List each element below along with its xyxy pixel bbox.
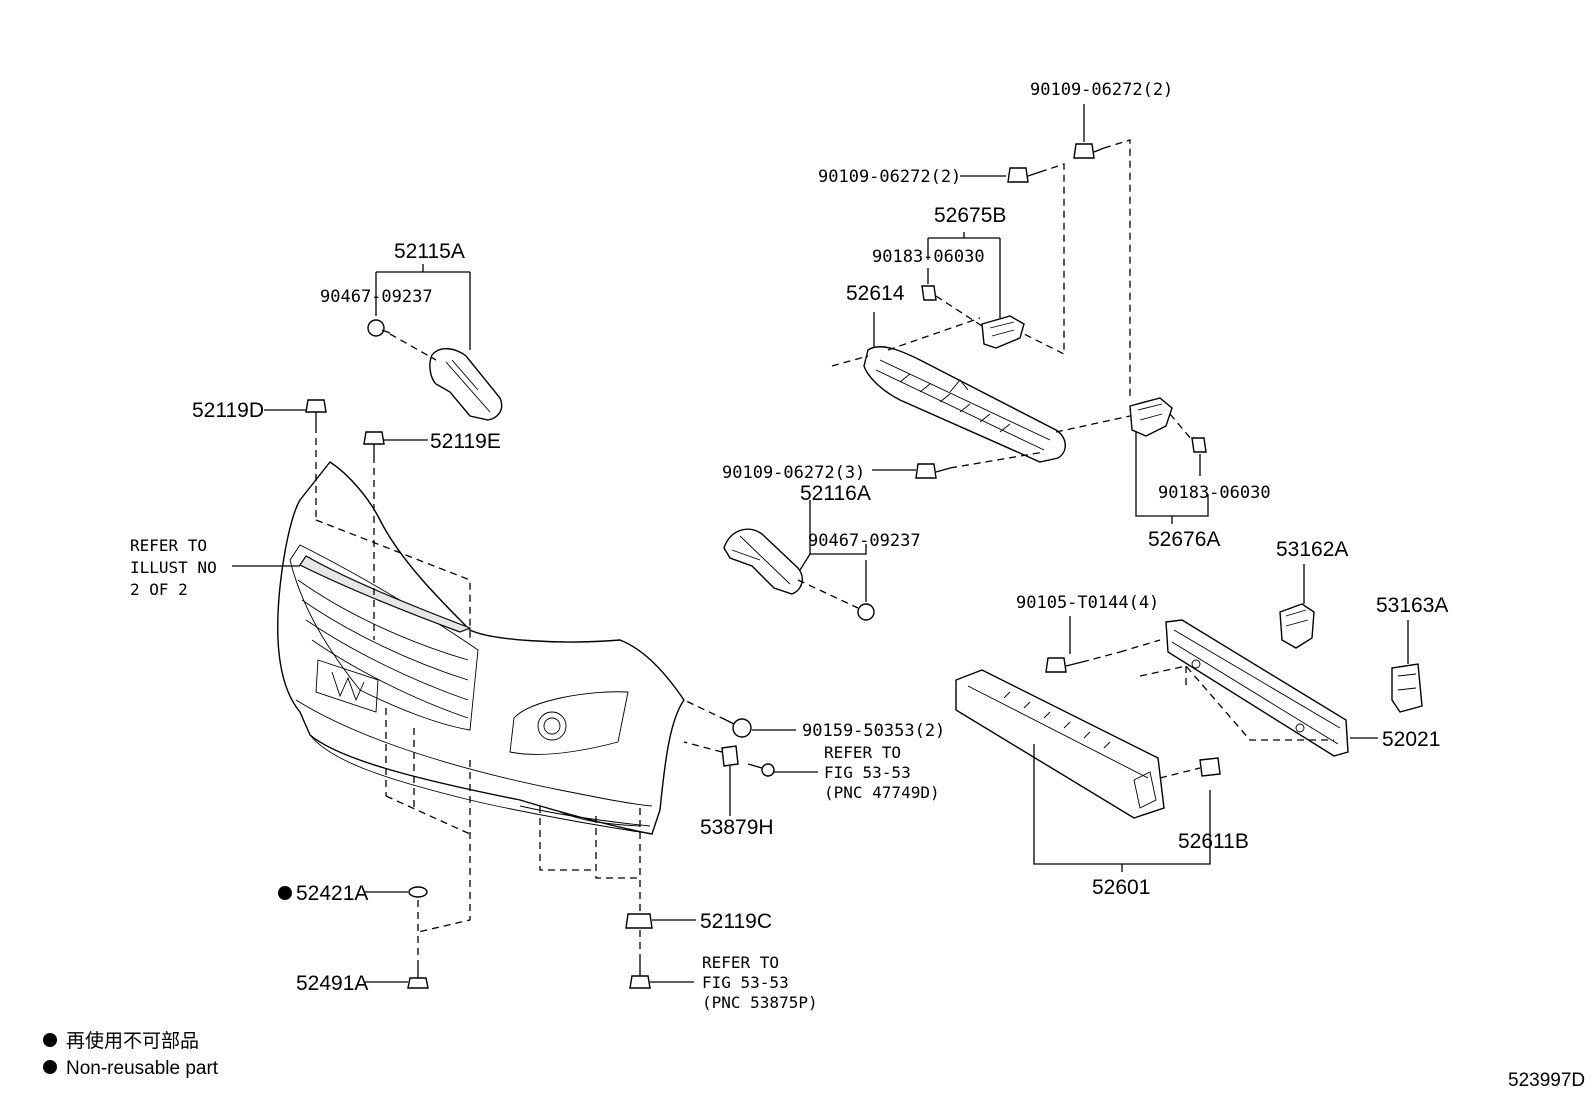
label-53879h: 53879H: [700, 816, 774, 839]
absorber-52601: [955, 669, 1165, 819]
bracket-53163a: [1391, 663, 1423, 713]
bracket-52115a: [429, 348, 503, 421]
legend-bullet-en: [43, 1060, 57, 1074]
legend-en: Non-reusable part: [66, 1058, 219, 1079]
bolt-90109-06272-2-b: [1007, 167, 1041, 183]
diagram-id: 523997D: [1508, 1070, 1585, 1091]
label-90109-06272-3: 90109-06272(3): [722, 463, 865, 483]
label-52421a: 52421A: [296, 882, 368, 905]
label-90109-06272-2-b: 90109-06272(2): [818, 167, 961, 187]
label-52675b: 52675B: [934, 204, 1006, 227]
nut-90183-06030-a: [921, 285, 937, 301]
bracket-52116a: [723, 528, 803, 595]
bolt-90105-t0144: [1045, 657, 1083, 673]
refer-fig-53875p-line1: REFER TO: [702, 953, 779, 972]
label-52119e: 52119E: [430, 430, 501, 453]
nut-90183-06030-b: [1191, 437, 1207, 453]
label-52119d: 52119D: [192, 399, 264, 422]
screw-pnc-47749d: [747, 763, 775, 777]
bolt-90109-06272-3: [915, 463, 951, 479]
reinforcement-52021: [1165, 619, 1349, 757]
label-52021: 52021: [1382, 728, 1440, 751]
label-52491a: 52491A: [296, 972, 368, 995]
clip-52421a: [408, 886, 428, 898]
label-52601: 52601: [1092, 876, 1150, 899]
label-90183-06030-b: 90183-06030: [1158, 483, 1271, 503]
grille-molding: [299, 555, 472, 633]
bolt-52119e: [363, 431, 385, 456]
bolt-52119d: [305, 399, 327, 426]
bolt-52491a: [407, 964, 429, 989]
label-52115a: 52115A: [394, 240, 465, 263]
nut-52119c: [625, 913, 653, 929]
label-90467-09237-a: 90467-09237: [320, 287, 433, 307]
refer-fig-47749d-line1: REFER TO: [824, 743, 901, 762]
retainer-52614: [863, 346, 1066, 463]
refer-fig-47749d-line2: FIG 53-53: [824, 763, 911, 782]
label-90109-06272-2-a: 90109-06272(2): [1030, 80, 1173, 100]
clip-52611b: [1199, 757, 1221, 777]
label-52119c: 52119C: [700, 910, 772, 933]
screw-90467-09237-b: [857, 603, 875, 621]
clip-53879h: [721, 745, 739, 767]
label-90467-09237-b: 90467-09237: [808, 531, 921, 551]
label-52614: 52614: [846, 282, 905, 305]
label-90183-06030-a: 90183-06030: [872, 247, 985, 267]
refer-illust-line2: ILLUST NO: [130, 558, 217, 577]
label-53163a: 53163A: [1376, 594, 1448, 617]
non-reusable-marker: [278, 886, 292, 900]
bolt-pnc-53875p: [629, 960, 651, 989]
legend-bullet-jp: [43, 1033, 57, 1047]
bolt-90109-06272-2-a: [1073, 143, 1105, 159]
legend-jp: 再使用不可部品: [66, 1030, 199, 1052]
bracket-52676a: [1129, 397, 1173, 437]
label-52116a: 52116A: [800, 482, 871, 505]
refer-illust-line1: REFER TO: [130, 536, 207, 555]
screw-90467-09237-a: [367, 319, 391, 337]
refer-fig-53875p-line3: (PNC 53875P): [702, 993, 818, 1012]
refer-fig-47749d-line3: (PNC 47749D): [824, 783, 940, 802]
bracket-53162a: [1279, 603, 1315, 649]
label-90105-t0144: 90105-T0144(4): [1016, 593, 1159, 613]
refer-fig-53875p-line2: FIG 53-53: [702, 973, 789, 992]
label-53162a: 53162A: [1276, 538, 1348, 561]
label-90159-50353: 90159-50353(2): [802, 721, 945, 741]
bracket-52675b: [981, 315, 1025, 349]
refer-illust-line3: 2 OF 2: [130, 580, 188, 599]
label-52611b: 52611B: [1178, 830, 1249, 853]
bolt-90159-50353: [725, 718, 752, 738]
front-bumper-cover: [277, 461, 685, 835]
label-52676a: 52676A: [1148, 528, 1220, 551]
